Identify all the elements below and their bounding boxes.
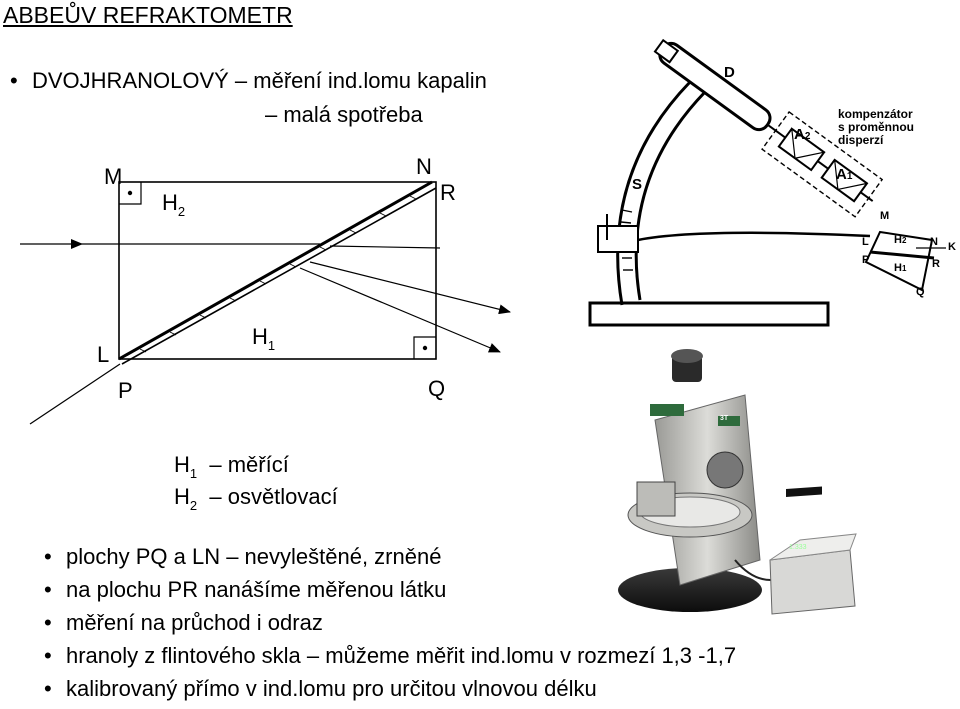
schematic-base	[588, 301, 830, 327]
prism-diagram	[20, 180, 511, 425]
schematic-label-M: M	[880, 210, 890, 222]
intro-line-1: DVOJHRANOLOVÝ – měření ind.lomu kapalin	[32, 68, 487, 93]
schematic-label-A1: A1	[836, 166, 853, 183]
list-item: •měření na průchod i odraz	[44, 610, 323, 635]
schematic-label-A2: A2	[794, 126, 811, 143]
legend-h1: H1 – měřící	[174, 452, 289, 481]
instrument-schematic	[588, 38, 946, 327]
right-angle-Q	[413, 336, 436, 359]
schematic-label-S: S	[632, 176, 643, 193]
list-item: •na plochu PR nanášíme měřenou látku	[44, 577, 447, 602]
schematic-label-K: K	[948, 241, 956, 253]
device-brand-tag: 3T	[720, 415, 729, 422]
intro-bullet: • DVOJHRANOLOVÝ – měření ind.lomu kapalin	[10, 68, 487, 94]
prism-label-P: P	[118, 378, 133, 403]
device-display: 1.333	[789, 544, 807, 551]
schematic-label-N: N	[930, 236, 938, 248]
schematic-label-P: P	[862, 254, 870, 266]
prism-label-H1: H1	[252, 324, 276, 353]
prism-label-L: L	[97, 342, 110, 367]
bullet-dot: •	[10, 68, 18, 93]
schematic-label-H2: H2	[894, 234, 907, 246]
right-angle-M	[119, 182, 142, 205]
legend-h2: H2 – osvětlovací	[174, 484, 338, 513]
prism-label-N: N	[416, 154, 432, 179]
list-item: •hranoly z flintového skla – můžeme měři…	[44, 643, 737, 668]
prism-diagonal	[121, 187, 437, 365]
compensator-label: kompenzátor s proměnnou disperzí	[838, 107, 915, 147]
list-item: •plochy PQ a LN – nevyleštěné, zrněné	[44, 544, 442, 569]
prism-outline	[118, 181, 437, 360]
schematic-label-H1: H1	[894, 262, 907, 274]
schematic-label-Q: Q	[916, 286, 925, 298]
prism-label-M: M	[104, 164, 123, 189]
list-item: •kalibrovaný přímo v ind.lomu pro určito…	[44, 676, 597, 701]
prism-label-R: R	[440, 180, 456, 205]
prism-diagonal-thick	[118, 180, 433, 361]
schematic-label-L: L	[862, 236, 869, 248]
intro-line-2: – malá spotřeba	[265, 102, 423, 127]
prism-label-H2: H2	[162, 190, 186, 219]
prism-label-Q: Q	[428, 376, 446, 401]
refractometer-photo	[618, 349, 857, 615]
page-title: ABBEŮV REFRAKTOMETR	[3, 2, 293, 28]
schematic-label-R: R	[932, 258, 940, 270]
bullet-list: •plochy PQ a LN – nevyleštěné, zrněné •n…	[44, 544, 736, 709]
schematic-label-D: D	[724, 64, 735, 81]
